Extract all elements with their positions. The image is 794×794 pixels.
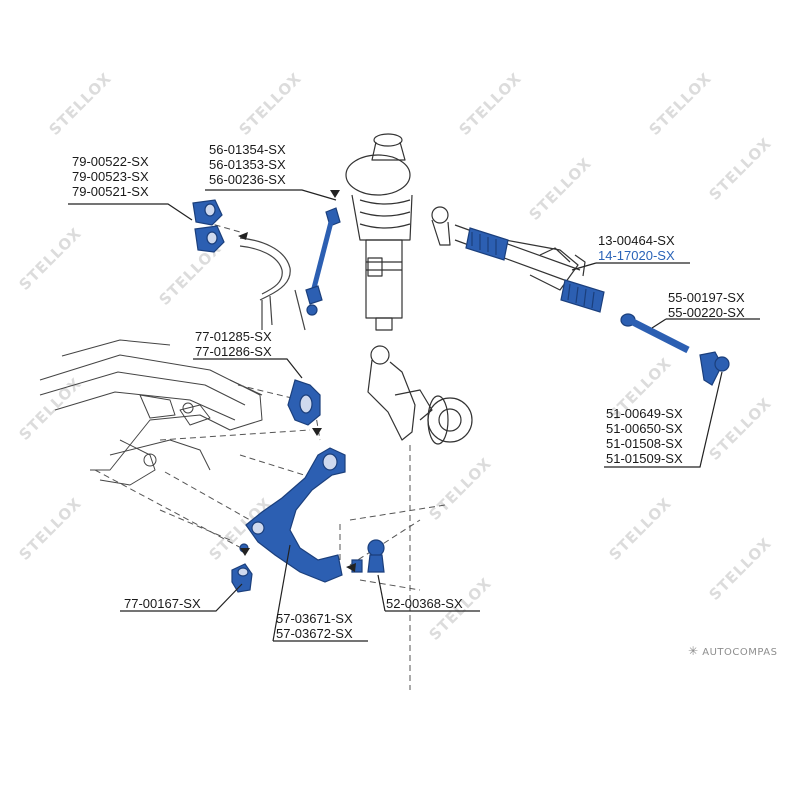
brand-name: AUTOCOMPAS [702,647,778,658]
label-ball-joint: 52-00368-SX [386,596,463,611]
part-number: 51-01509-SX [606,451,683,466]
part-number: 79-00522-SX [72,154,149,169]
steering-rack-drawing [431,206,586,291]
stabilizer-link-part [305,207,341,316]
brand-logo: ✳ AUTOCOMPAS [688,644,777,658]
part-number: 55-00220-SX [668,305,745,320]
part-number: 51-00650-SX [606,421,683,436]
assembly-guide-lines [94,221,446,690]
part-number: 79-00523-SX [72,169,149,184]
stabilizer-bushing-parts [192,199,225,253]
part-number: 51-01508-SX [606,436,683,451]
part-number: 13-00464-SX [598,233,675,248]
part-number: 77-01285-SX [195,329,272,344]
label-arm-front-bushing: 77-00167-SX [124,596,201,611]
part-number: 77-00167-SX [124,596,201,611]
part-number: 52-00368-SX [386,596,463,611]
inner-tie-rod-part [620,313,690,354]
subframe-drawing [39,339,263,486]
strut-drawing [345,133,413,331]
label-stabilizer-links: 56-01354-SX 56-01353-SX 56-00236-SX [209,142,286,187]
ball-joint-part [351,539,385,573]
label-arm-rear-bushings: 77-01285-SX 77-01286-SX [195,329,272,359]
assembly-arrows [238,190,356,572]
tie-rod-end-part [699,351,730,386]
highlighted-parts [192,199,730,593]
label-steering-rack-boot: 13-00464-SX 14-17020-SX [598,233,675,263]
label-control-arms: 57-03671-SX 57-03672-SX [276,611,353,641]
stabilizer-bar-drawing [239,237,306,331]
label-inner-tie-rods: 55-00197-SX 55-00220-SX [668,290,745,320]
part-number: 57-03672-SX [276,626,353,641]
part-number: 56-01354-SX [209,142,286,157]
label-stabilizer-bushings: 79-00522-SX 79-00523-SX 79-00521-SX [72,154,149,199]
arm-rear-bushing-part [287,379,321,426]
part-number: 55-00197-SX [668,290,745,305]
steering-boot-parts [465,227,605,313]
part-number: 77-01286-SX [195,344,272,359]
label-tie-rod-ends: 51-00649-SX 51-00650-SX 51-01508-SX 51-0… [606,406,683,466]
part-number: 56-00236-SX [209,172,286,187]
leader-lines [68,189,760,642]
part-number: 51-00649-SX [606,406,683,421]
part-number-highlighted: 14-17020-SX [598,248,675,263]
part-number: 56-01353-SX [209,157,286,172]
brand-star-icon: ✳ [688,644,699,658]
control-arm-part [245,447,346,583]
knuckle-drawing [367,345,473,445]
part-number: 79-00521-SX [72,184,149,199]
part-number: 57-03671-SX [276,611,353,626]
